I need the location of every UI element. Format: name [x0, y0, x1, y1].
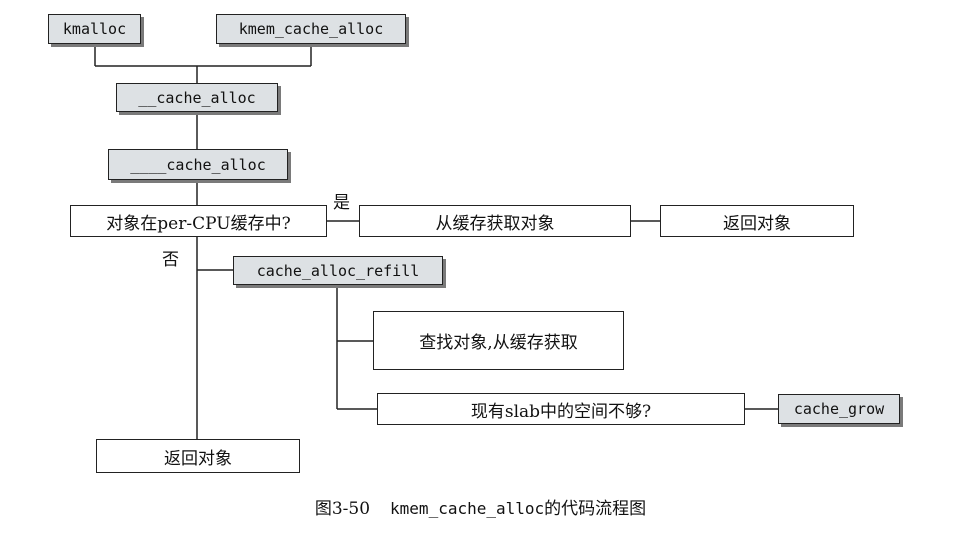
node-question-per-cpu: 对象在per-CPU缓存中? [70, 205, 327, 237]
node-inner-cache-alloc: ____cache_alloc [108, 149, 288, 180]
node-get-from-cache: 从缓存获取对象 [359, 205, 631, 237]
node-return-object-top: 返回对象 [660, 205, 854, 237]
node-kmem-cache-alloc: kmem_cache_alloc [216, 14, 406, 44]
edge-label-no: 否 [162, 250, 179, 270]
caption-figure-number: 图3-50 [314, 499, 371, 519]
node-cache-grow: cache_grow [778, 394, 900, 424]
node-cache-alloc: __cache_alloc [116, 83, 278, 112]
caption-suffix: 的代码流程图 [544, 499, 647, 519]
node-cache-alloc-refill: cache_alloc_refill [233, 256, 443, 285]
edge-label-yes: 是 [333, 193, 350, 213]
node-find-object: 查找对象,从缓存获取 [373, 311, 624, 370]
node-question-slab-space: 现有slab中的空间不够? [377, 393, 745, 425]
caption-function-name: kmem_cache_alloc [390, 499, 545, 518]
node-return-object-bottom: 返回对象 [96, 439, 300, 473]
figure-caption: 图3-50 kmem_cache_alloc的代码流程图 [0, 494, 961, 519]
node-kmalloc: kmalloc [48, 14, 141, 44]
